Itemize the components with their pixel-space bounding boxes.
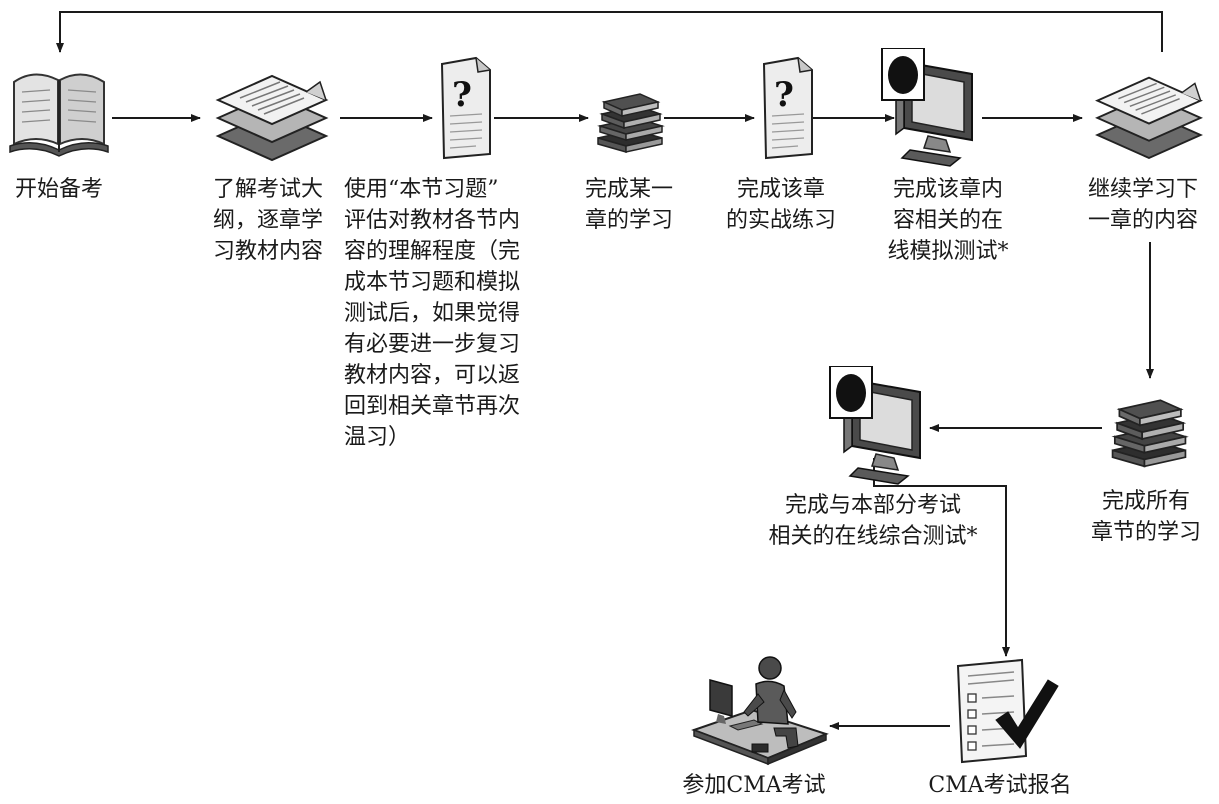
loop-back-connector (56, 11, 1163, 53)
step-comprehensive-test-label: 完成与本部分考试 相关的在线综合测试* (768, 493, 978, 549)
document-stack-icon (215, 74, 329, 162)
person-at-desk-icon (691, 656, 829, 766)
question-document-icon: ? (440, 56, 491, 160)
closed-book-stack-icon (1111, 399, 1189, 468)
checklist-form-icon (956, 658, 1059, 764)
arrow-comprehensive-to-register (873, 458, 1010, 657)
svg-text:?: ? (452, 75, 472, 115)
step-start-label: 开始备考 (14, 177, 103, 202)
step-all-chapters-label: 完成所有 章节的学习 (1090, 489, 1201, 545)
open-book-icon (9, 73, 109, 157)
step-take-exam-label: 参加CMA考试 (682, 773, 826, 798)
document-stack-icon (1095, 76, 1203, 160)
step-practice-label: 完成该章 的实战练习 (725, 177, 836, 233)
step-next-chapter-label: 继续学习下 一章的内容 (1087, 177, 1198, 233)
step-finish-chapter-label: 完成某一 章的学习 (584, 177, 673, 233)
computer-monitor-icon (881, 48, 973, 167)
question-document-icon: ? (762, 56, 813, 160)
step-register-label: CMA考试报名 (928, 773, 1072, 798)
step-syllabus-label: 了解考试大 纲，逐章学 习教材内容 (212, 177, 323, 264)
closed-book-stack-icon (597, 93, 665, 153)
computer-monitor-icon (829, 366, 921, 485)
step-online-test-label: 完成该章内 容相关的在 线模拟测试* (887, 177, 1009, 264)
svg-text:?: ? (774, 75, 794, 115)
step-evaluate-label: 使用“本节习题” 评估对教材各节内 容的理解程度（完 成本节习题和模拟 测试后，… (344, 177, 521, 450)
